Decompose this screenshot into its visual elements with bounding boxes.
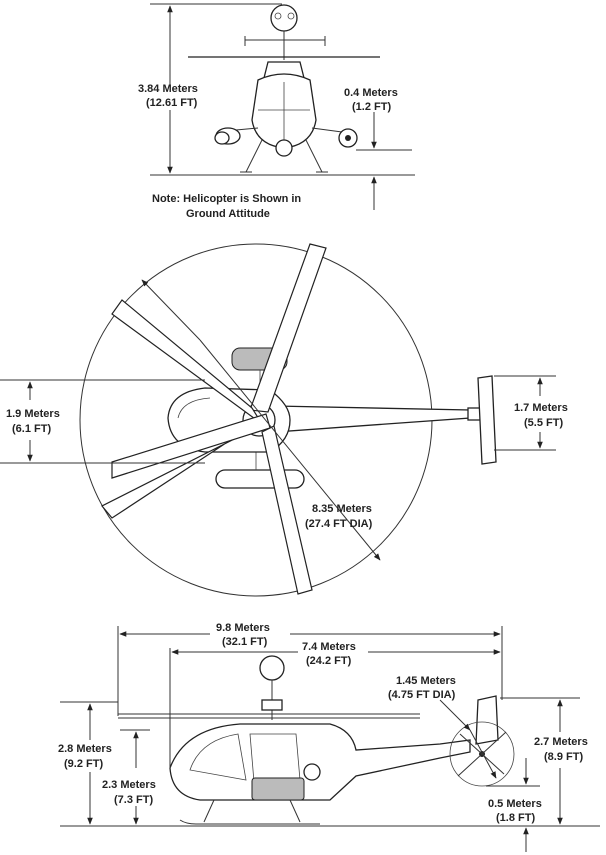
rotor-diameter-metric: 8.35 Meters	[312, 503, 372, 515]
side-view: 9.8 Meters (32.1 FT) 7.4 Meters (24.2 FT…	[58, 622, 600, 852]
front-height-metric: 3.84 Meters	[138, 83, 198, 95]
fuselage-width-imperial: (6.1 FT)	[12, 423, 51, 435]
rotor-diameter-imperial: (27.4 FT DIA)	[305, 518, 373, 530]
rotor-height-metric: 2.3 Meters	[102, 779, 156, 791]
tail-height-metric: 2.7 Meters	[534, 736, 588, 748]
overall-height-metric: 2.8 Meters	[58, 743, 112, 755]
fuselage-width-metric: 1.9 Meters	[6, 408, 60, 420]
front-clearance-metric: 0.4 Meters	[344, 87, 398, 99]
rotor-height-imperial: (7.3 FT)	[114, 794, 153, 806]
tail-rotor-diameter-imperial: (4.75 FT DIA)	[388, 689, 456, 701]
overall-length-metric: 9.8 Meters	[216, 622, 270, 634]
fuselage-length-imperial: (24.2 FT)	[306, 655, 352, 667]
tail-height-imperial: (8.9 FT)	[544, 751, 583, 763]
note-line-1: Note: Helicopter is Shown in	[152, 193, 301, 205]
overall-length-imperial: (32.1 FT)	[222, 636, 268, 648]
fuselage-length-metric: 7.4 Meters	[302, 641, 356, 653]
front-height-imperial: (12.61 FT)	[146, 97, 198, 109]
top-view: 8.35 Meters (27.4 FT DIA) 1.9 Meters (6.…	[0, 243, 568, 597]
front-view: 3.84 Meters (12.61 FT) 0.4 Meters (1.2 F…	[138, 3, 415, 220]
note-line-2: Ground Attitude	[186, 208, 270, 220]
tail-rotor-diameter-metric: 1.45 Meters	[396, 675, 456, 687]
stabilizer-width-metric: 1.7 Meters	[514, 402, 568, 414]
front-clearance-imperial: (1.2 FT)	[352, 101, 391, 113]
tail-clearance-metric: 0.5 Meters	[488, 798, 542, 810]
tail-clearance-imperial: (1.8 FT)	[496, 812, 535, 824]
stabilizer-width-imperial: (5.5 FT)	[524, 417, 563, 429]
overall-height-imperial: (9.2 FT)	[64, 758, 103, 770]
